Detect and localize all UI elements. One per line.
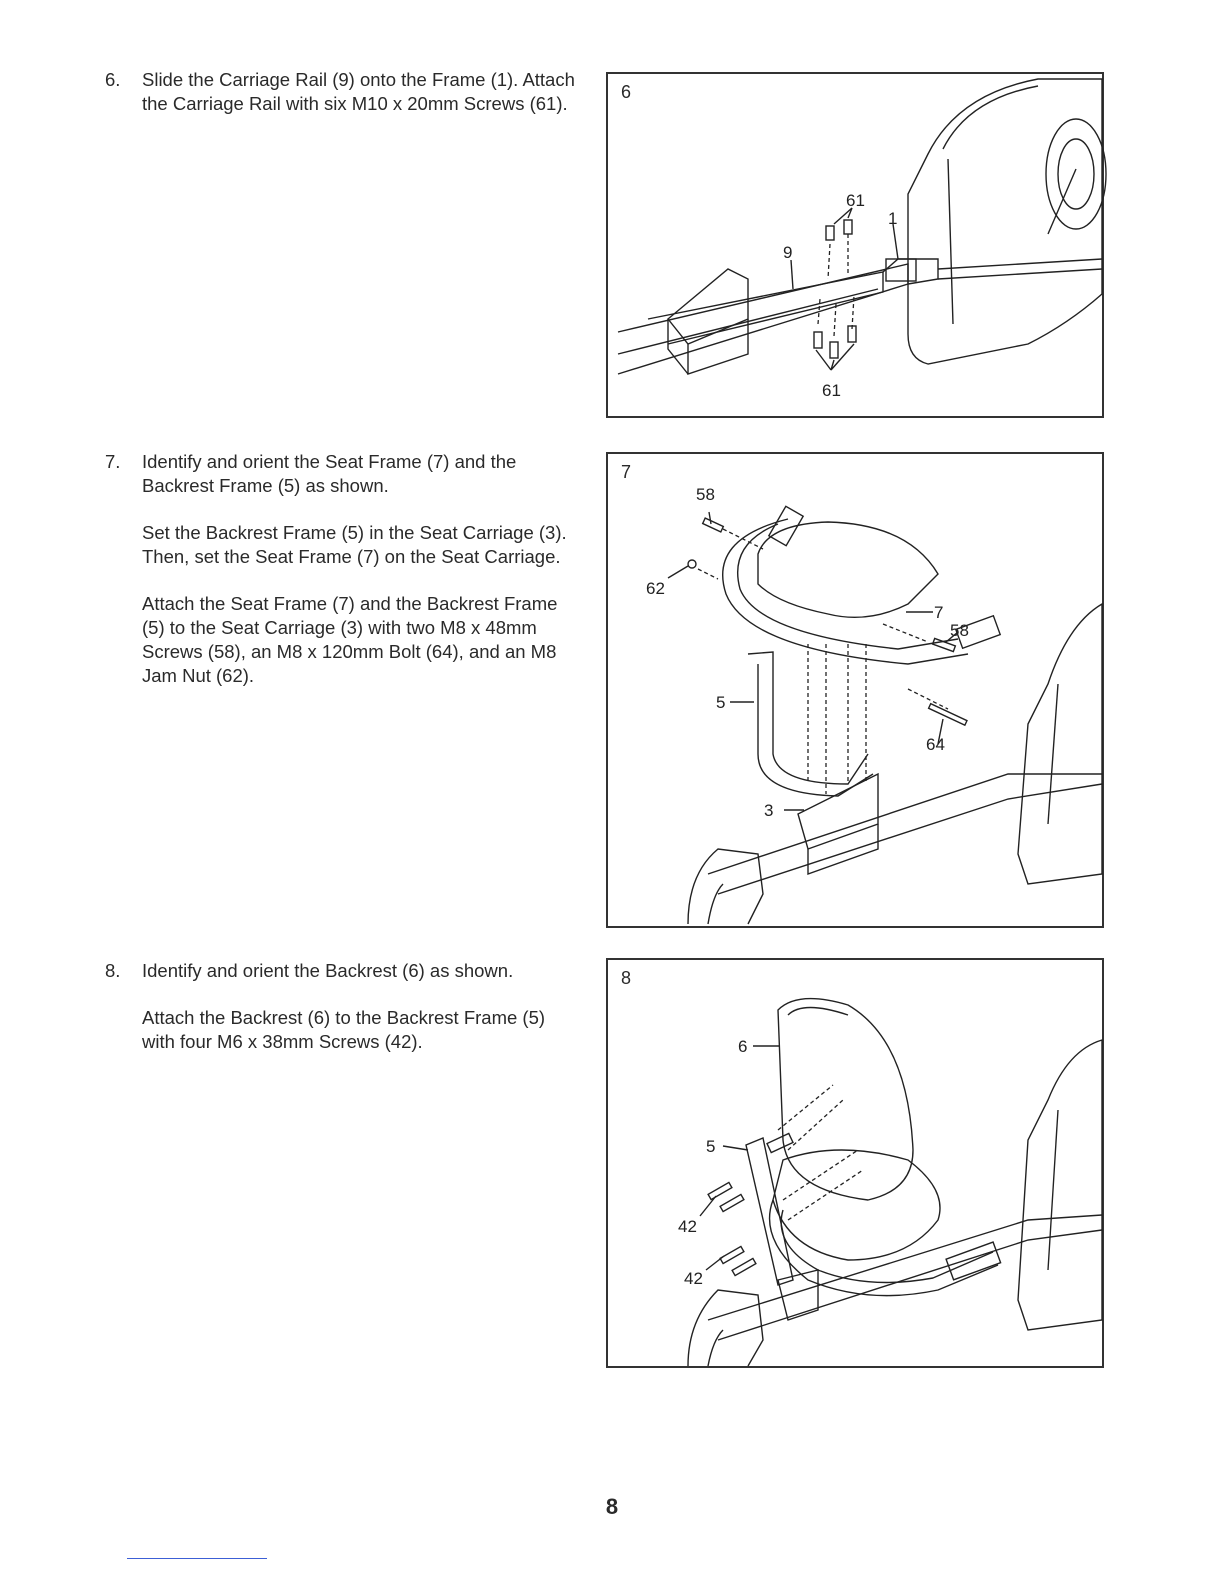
callout-5: 5 — [716, 693, 725, 712]
step-number: 6. — [105, 69, 121, 90]
callout-6: 6 — [738, 1037, 747, 1056]
page-number: 8 — [605, 1494, 619, 1519]
step-text: Attach the Seat Frame (7) and the Backre… — [142, 593, 558, 686]
callout-64: 64 — [926, 735, 945, 754]
figure-number: 8 — [621, 968, 632, 988]
figure-8: 8 — [606, 958, 1104, 1368]
callout-42-lower: 42 — [684, 1269, 703, 1288]
step-text: Slide the Carriage Rail (9) onto the Fra… — [142, 69, 575, 114]
callout-61-bottom: 61 — [822, 381, 841, 400]
step-number: 7. — [105, 451, 121, 472]
callout-61-top: 61 — [846, 191, 865, 210]
callout-7: 7 — [934, 603, 943, 622]
footer-rule — [127, 1558, 267, 1559]
figure-number: 6 — [621, 82, 632, 102]
callout-58-right: 58 — [950, 621, 969, 640]
callout-9: 9 — [783, 243, 792, 262]
step-text: Identify and orient the Seat Frame (7) a… — [142, 451, 517, 496]
callout-62: 62 — [646, 579, 665, 598]
step-text: Identify and orient the Backrest (6) as … — [142, 960, 514, 981]
step-6: 6. Slide the Carriage Rail (9) onto the … — [105, 68, 575, 139]
step-7: 7. Identify and orient the Seat Frame (7… — [105, 450, 575, 711]
callout-42-upper: 42 — [678, 1217, 697, 1236]
figure-7: 7 — [606, 452, 1104, 928]
figure-6: 6 — [606, 72, 1107, 418]
step-text: Attach the Backrest (6) to the Backrest … — [142, 1007, 546, 1052]
step-number: 8. — [105, 960, 121, 981]
callout-1: 1 — [888, 209, 897, 228]
backrest-illustration: 6 5 42 42 — [678, 997, 1103, 1367]
carriage-rail-illustration: 61 1 9 61 — [617, 78, 1107, 400]
step-text: Set the Backrest Frame (5) in the Seat C… — [142, 522, 567, 567]
seat-frame-illustration: 58 62 7 58 5 64 3 — [646, 485, 1103, 925]
figure-number: 7 — [621, 462, 632, 482]
callout-58-top: 58 — [696, 485, 715, 504]
callout-3: 3 — [764, 801, 773, 820]
callout-5: 5 — [706, 1137, 715, 1156]
step-8: 8. Identify and orient the Backrest (6) … — [105, 959, 575, 1077]
